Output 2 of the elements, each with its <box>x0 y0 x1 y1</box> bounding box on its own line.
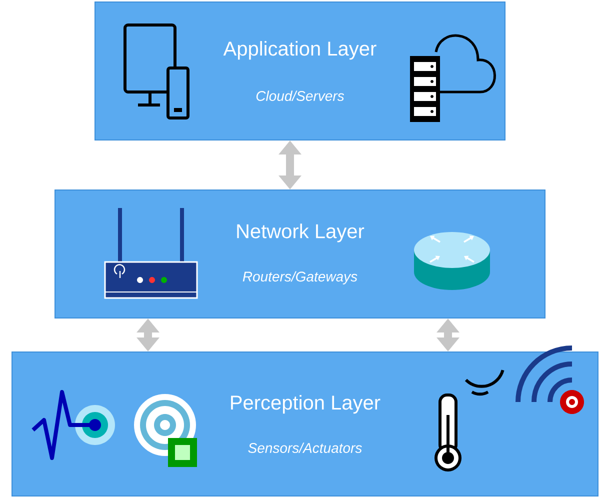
layer-box: Perception Layer Sensors/Actuators <box>12 352 598 496</box>
layer-box: Application Layer Cloud/Servers <box>94 2 506 140</box>
